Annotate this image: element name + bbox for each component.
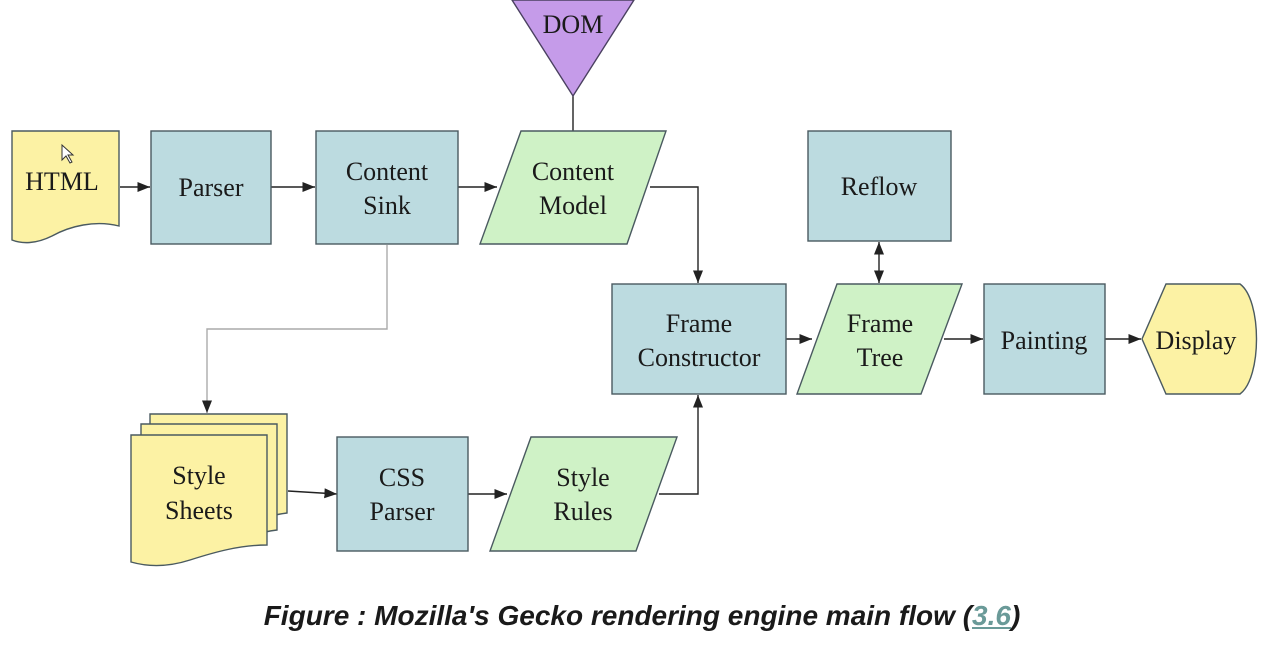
node-display: Display [1141, 283, 1258, 395]
edges [120, 96, 1141, 500]
node-parser-label: Parser [179, 173, 244, 202]
caption-suffix: ) [1010, 600, 1021, 631]
node-content-sink-line1: Content [346, 157, 429, 186]
node-frame-constructor-line2: Constructor [638, 343, 761, 372]
node-reflow: Reflow [807, 130, 952, 242]
node-content-model-line2: Model [539, 191, 607, 220]
node-painting: Painting [983, 283, 1106, 395]
edge-contentsink-stylesheets [201, 245, 388, 413]
node-frame-tree: Frame Tree [796, 283, 964, 395]
node-content-model: Content Model [479, 130, 667, 245]
node-style-sheets: Style Sheets [130, 413, 288, 567]
node-style-sheets-line2: Sheets [165, 496, 233, 525]
node-html: HTML [11, 130, 120, 244]
cursor-icon [61, 143, 75, 164]
edge-stylesheets-cssparser [287, 488, 338, 499]
node-html-label: HTML [25, 167, 99, 196]
node-frame-tree-line2: Tree [857, 343, 904, 372]
node-css-parser-line2: Parser [370, 497, 435, 526]
node-display-label: Display [1156, 326, 1237, 355]
edge-contentmodel-frameconstructor [650, 186, 704, 283]
node-frame-constructor: Frame Constructor [611, 283, 787, 395]
reference-link[interactable]: 3.6 [972, 600, 1011, 631]
node-style-rules-line2: Rules [553, 497, 612, 526]
node-frame-tree-line1: Frame [847, 309, 913, 338]
caption-text: Figure : Mozilla's Gecko rendering engin… [263, 600, 973, 631]
node-style-rules: Style Rules [489, 436, 678, 552]
node-dom: DOM [511, 0, 635, 98]
node-parser: Parser [150, 130, 272, 245]
node-content-sink: Content Sink [315, 130, 459, 245]
node-frame-constructor-line1: Frame [666, 309, 732, 338]
gecko-flow-diagram: DOM HTML Parser Content Sink Content Mod… [11, 0, 1258, 567]
edge-stylerules-frameconstructor [659, 395, 704, 495]
node-painting-label: Painting [1001, 326, 1088, 355]
node-style-sheets-line1: Style [172, 461, 225, 490]
node-dom-label: DOM [543, 10, 604, 39]
node-content-sink-line2: Sink [363, 191, 411, 220]
node-css-parser: CSS Parser [336, 436, 469, 552]
node-content-model-line1: Content [532, 157, 615, 186]
node-reflow-label: Reflow [841, 172, 918, 201]
node-css-parser-line1: CSS [379, 463, 425, 492]
node-style-rules-line1: Style [556, 463, 609, 492]
figure-caption: Figure : Mozilla's Gecko rendering engin… [0, 600, 1284, 632]
